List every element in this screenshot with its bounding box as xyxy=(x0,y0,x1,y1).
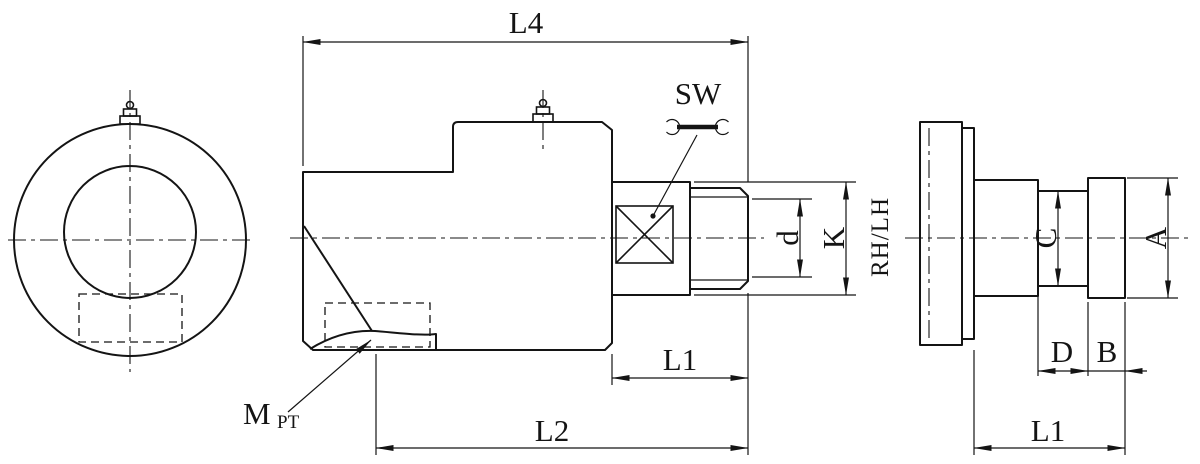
dim-label-l1-rotor: L1 xyxy=(1031,413,1065,448)
dim-d: d xyxy=(752,198,812,278)
port-leader-line xyxy=(287,339,372,413)
dim-l2: L2 xyxy=(375,354,749,455)
front-view xyxy=(8,90,252,372)
dim-label-l1-side: L1 xyxy=(663,342,697,377)
front-bore-circle xyxy=(63,165,197,299)
grease-fitting-icon xyxy=(119,100,141,125)
dim-l4: L4 xyxy=(302,5,749,182)
rotor-end-cap xyxy=(1087,177,1126,299)
rotor-view xyxy=(905,121,1192,346)
side-view xyxy=(290,90,764,351)
dim-d-and-b: D B xyxy=(1037,290,1147,455)
side-chamfer-edge xyxy=(303,225,373,332)
port-callout: M PT xyxy=(243,339,372,433)
dim-label-d-cap: D xyxy=(1051,334,1073,369)
port-label-m: M xyxy=(243,396,271,431)
side-port-boss xyxy=(309,329,437,350)
dim-label-c: C xyxy=(1028,228,1063,249)
dim-label-k: K xyxy=(816,226,851,249)
dim-l1-rotor: L1 xyxy=(973,350,1126,455)
shaft-thread-section xyxy=(690,187,749,290)
hex-flat-marking xyxy=(615,205,674,264)
note-rh-lh: RH/LH xyxy=(867,197,894,277)
side-body-outline xyxy=(302,121,613,351)
dim-label-b: B xyxy=(1097,334,1118,369)
dim-l1-side: L1 xyxy=(611,293,749,455)
dim-a: A xyxy=(1127,177,1178,299)
sw-leader-line xyxy=(650,134,698,219)
port-label-pt: PT xyxy=(277,412,300,433)
dim-sw: SW xyxy=(650,76,729,219)
side-dimensions: L4 SW d K RH/LH xyxy=(243,5,894,455)
dim-k: K xyxy=(694,181,856,296)
dim-c: C xyxy=(1028,190,1063,287)
dim-label-sw: SW xyxy=(675,76,722,111)
dim-label-l2: L2 xyxy=(535,413,569,448)
dim-label-l4: L4 xyxy=(509,5,544,40)
grease-fitting-icon xyxy=(532,98,554,123)
shaft-hex-section xyxy=(611,181,691,296)
dim-label-d-small: d xyxy=(770,230,805,246)
rotor-dimensions: C A D B L1 xyxy=(973,177,1178,455)
dim-label-a: A xyxy=(1138,226,1173,249)
rotor-flange xyxy=(919,121,963,346)
rotor-flange-step xyxy=(962,127,975,340)
wrench-icon xyxy=(666,118,729,136)
rotor-shaft-section-1 xyxy=(974,179,1039,297)
side-hidden-port xyxy=(324,302,431,348)
front-hidden-port xyxy=(78,293,183,343)
rotor-shaft-section-2 xyxy=(1038,190,1088,287)
